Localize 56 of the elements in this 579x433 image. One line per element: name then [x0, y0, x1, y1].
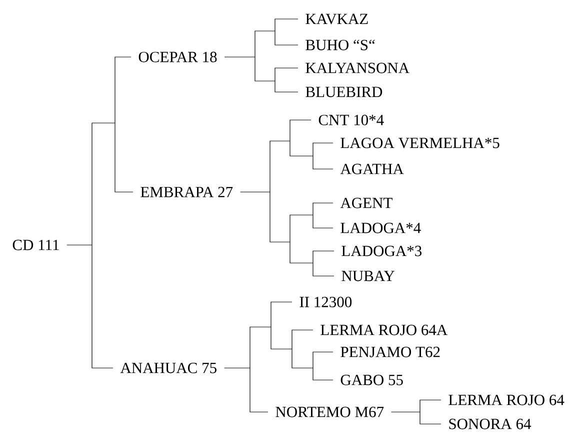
tree-connector — [114, 122, 134, 192]
tree-connector — [274, 18, 298, 32]
cultivar-label: AGENT — [340, 198, 392, 208]
tree-connector — [270, 140, 290, 192]
tree-connector — [274, 80, 298, 92]
cultivar-label: AGATHA — [340, 164, 404, 174]
tree-connector — [114, 56, 132, 124]
tree-connector — [250, 326, 272, 368]
tree-connector — [312, 368, 334, 380]
tree-connector — [312, 142, 334, 156]
tree-connector — [312, 262, 334, 276]
cultivar-label: NUBAY — [342, 270, 394, 282]
tree-connector — [292, 348, 314, 368]
cultivar-label: EMBRAPA 27 — [140, 186, 233, 198]
tree-connector — [92, 122, 116, 246]
cultivar-label: LADOGA*4 — [340, 222, 421, 234]
tree-connector — [290, 242, 314, 264]
tree-connector — [274, 30, 298, 46]
tree-connector — [254, 30, 276, 58]
cultivar-label: PENJAMO T62 — [340, 346, 440, 358]
tree-connector — [292, 330, 314, 350]
cultivar-label: KAVKAZ — [306, 14, 368, 24]
cultivar-label: CNT 10*4 — [318, 114, 384, 126]
tree-connector — [92, 244, 114, 368]
cultivar-label: GABO 55 — [340, 374, 403, 386]
cultivar-label: ANAHUAC 75 — [120, 362, 216, 374]
cultivar-label: LERMA ROJO 64 — [448, 394, 564, 406]
tree-connector — [290, 214, 314, 242]
tree-connector — [270, 326, 292, 350]
cultivar-label: BUHO “S“ — [306, 40, 375, 50]
tree-connector — [312, 250, 334, 264]
cultivar-label: CD 111 — [12, 240, 59, 250]
cultivar-label: BLUEBIRD — [306, 86, 382, 98]
tree-connector — [312, 352, 334, 368]
tree-connector — [274, 68, 298, 82]
cultivar-label: II 12300 — [300, 296, 352, 308]
cultivar-label: SONORA 64 — [449, 418, 532, 430]
tree-connector — [312, 214, 334, 228]
cultivar-label: LERMA ROJO 64A — [320, 324, 448, 336]
tree-connector — [254, 56, 276, 82]
tree-connector — [250, 368, 268, 412]
tree-connector — [224, 56, 256, 58]
cultivar-label: LADOGA*3 — [342, 246, 422, 256]
tree-connector — [270, 302, 292, 328]
tree-connector — [290, 120, 312, 142]
tree-connector — [270, 192, 290, 242]
tree-connector — [420, 400, 442, 412]
cultivar-label: LAGOA VERMELHA*5 — [340, 138, 500, 148]
tree-connector — [420, 412, 442, 424]
tree-connector — [312, 202, 334, 216]
cultivar-label: KALYANSONA — [306, 62, 410, 74]
cultivar-label: NORTEMO M67 — [276, 406, 384, 418]
tree-connector — [312, 156, 334, 170]
tree-connector — [290, 140, 314, 156]
cultivar-label: OCEPAR 18 — [138, 52, 217, 62]
tree-connector — [66, 244, 92, 246]
